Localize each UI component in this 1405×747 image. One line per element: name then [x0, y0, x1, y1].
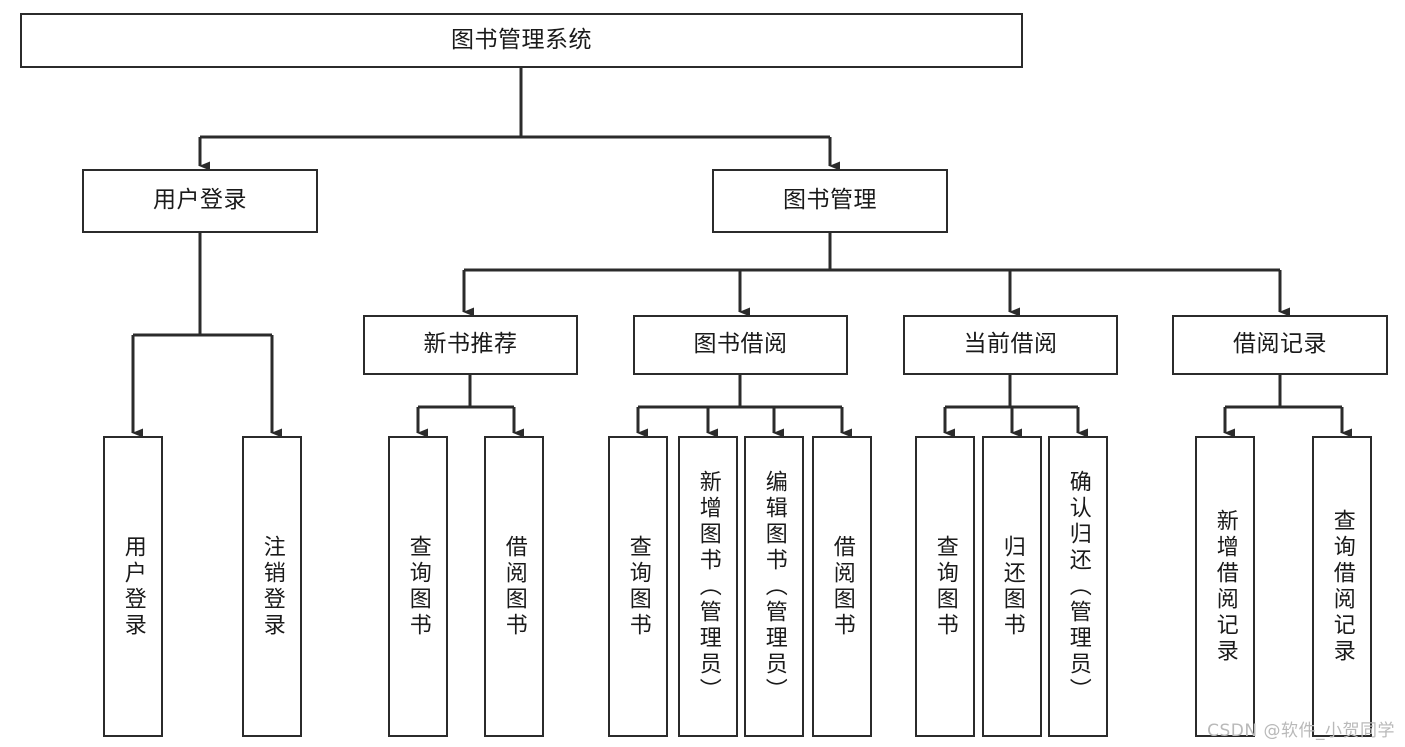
node-user-login[interactable]: 用户登录	[82, 169, 318, 233]
node-label: 借阅图书	[829, 534, 855, 639]
node-book-borrow[interactable]: 图书借阅	[633, 315, 848, 375]
node-label: 查询借阅记录	[1329, 508, 1355, 665]
node-leaf-edit-book-admin[interactable]: 编辑图书（管理员）	[744, 436, 804, 737]
node-new-book-recommend[interactable]: 新书推荐	[363, 315, 578, 375]
node-label: 图书管理	[783, 187, 877, 214]
node-leaf-borrow-book-rec[interactable]: 借阅图书	[484, 436, 544, 737]
node-leaf-confirm-return-admin[interactable]: 确认归还（管理员）	[1048, 436, 1108, 737]
node-label: 图书管理系统	[451, 26, 592, 53]
node-label: 查询图书	[405, 534, 431, 639]
node-label: 归还图书	[999, 534, 1025, 639]
node-label: 新增图书（管理员）	[695, 469, 721, 704]
node-label: 用户登录	[120, 534, 146, 639]
node-leaf-user-login[interactable]: 用户登录	[103, 436, 163, 737]
node-leaf-add-borrow-record[interactable]: 新增借阅记录	[1195, 436, 1255, 737]
node-label: 查询图书	[625, 534, 651, 639]
node-leaf-return-book[interactable]: 归还图书	[982, 436, 1042, 737]
node-root-system[interactable]: 图书管理系统	[20, 13, 1023, 68]
node-label: 当前借阅	[963, 331, 1058, 358]
node-leaf-borrow-book[interactable]: 借阅图书	[812, 436, 872, 737]
node-label: 图书借阅	[693, 331, 788, 358]
node-label: 编辑图书（管理员）	[761, 469, 787, 704]
node-label: 新书推荐	[423, 331, 518, 358]
node-leaf-query-book-cur[interactable]: 查询图书	[915, 436, 975, 737]
node-leaf-user-logout[interactable]: 注销登录	[242, 436, 302, 737]
node-label: 借阅图书	[501, 534, 527, 639]
node-leaf-query-borrow-record[interactable]: 查询借阅记录	[1312, 436, 1372, 737]
node-label: 查询图书	[932, 534, 958, 639]
node-book-manage[interactable]: 图书管理	[712, 169, 948, 233]
node-label: 新增借阅记录	[1212, 508, 1238, 665]
node-label: 注销登录	[259, 534, 285, 639]
node-label: 用户登录	[153, 187, 247, 214]
node-leaf-add-book-admin[interactable]: 新增图书（管理员）	[678, 436, 738, 737]
node-leaf-query-book-borrow[interactable]: 查询图书	[608, 436, 668, 737]
node-borrow-record[interactable]: 借阅记录	[1172, 315, 1388, 375]
csdn-watermark: CSDN @软件_小贺同学	[1207, 721, 1395, 741]
node-label: 借阅记录	[1233, 331, 1327, 358]
node-current-borrow[interactable]: 当前借阅	[903, 315, 1118, 375]
node-label: 确认归还（管理员）	[1065, 469, 1091, 704]
node-leaf-query-book-rec[interactable]: 查询图书	[388, 436, 448, 737]
